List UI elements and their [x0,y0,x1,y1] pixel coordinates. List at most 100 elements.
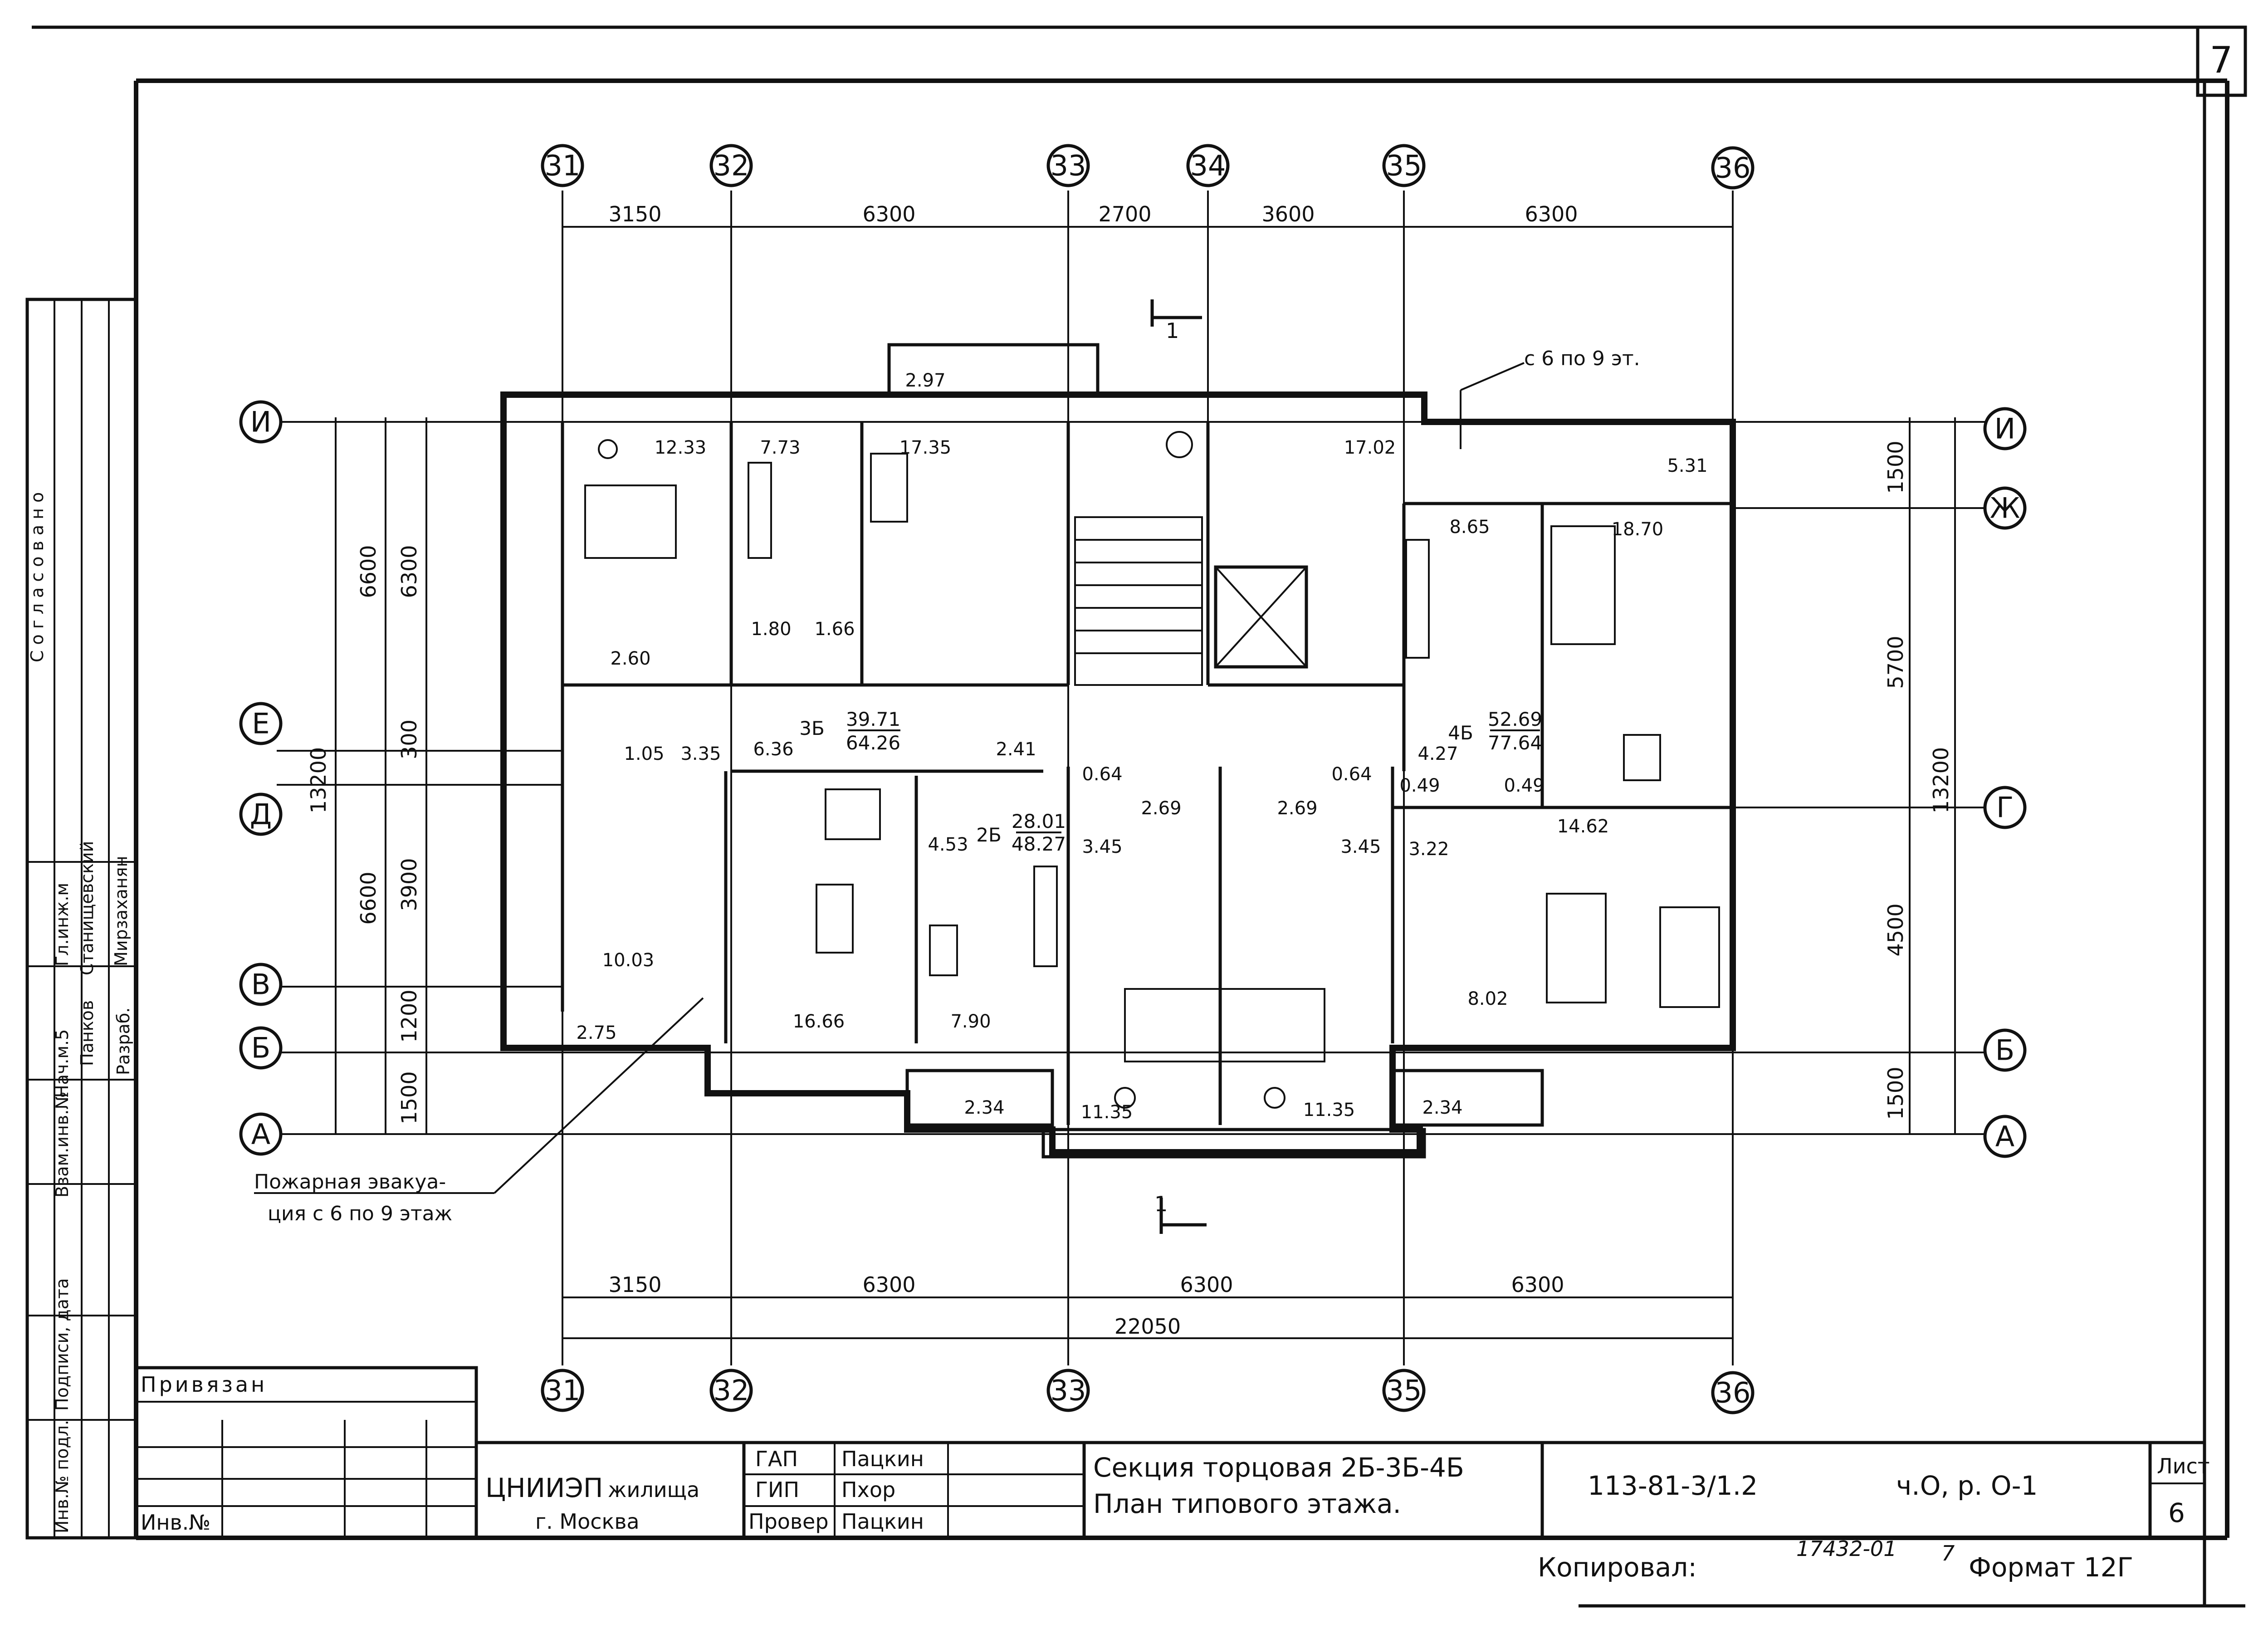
room-area-7: 18.70 [1612,519,1664,540]
room-area-11: 1.05 [624,744,664,764]
room-area-15: 0.64 [1082,764,1122,785]
dim-top-4: 3600 [1261,202,1315,226]
dim-left-total: 13200 [306,747,331,813]
room-area-21: 0.49 [1504,775,1544,796]
room-area-29: 7.90 [950,1011,991,1032]
note-fire-evac-1: Пожарная эвакуа- [254,1170,446,1194]
side-row-podpisi: Подписи, дата [52,1278,72,1411]
org-name: ЦНИИЭП [485,1473,603,1503]
room-area-14: 2.41 [996,739,1036,760]
copied-note: 17432-01 [1796,1536,1897,1561]
room-area-4: 17.02 [1344,437,1396,458]
format-label: Формат 12Г [1969,1552,2133,1583]
doc-part: ч.О, р. О-1 [1896,1470,2038,1501]
side-name-3: Мирзаханян [111,856,131,966]
room-area-28: 16.66 [793,1011,845,1032]
room-area-27: 10.03 [602,950,655,971]
dim-top-3: 2700 [1098,202,1151,226]
room-area-33: 11.35 [1081,1102,1133,1123]
dim-right-inner-3: 4500 [1883,903,1908,956]
dim-left-inner-4: 1200 [397,989,421,1042]
apartment-4b-total: 77.64 [1488,732,1542,754]
room-area-32: 2.34 [964,1097,1004,1118]
axis-34-top: 34 [1190,149,1226,182]
dim-bottom-1: 3150 [608,1272,661,1297]
inv-label: Инв.№ [141,1510,210,1535]
apartment-4b-living: 52.69 [1488,708,1542,730]
axis-36-bottom: 36 [1715,1376,1751,1409]
name-prover: Пацкин [841,1509,924,1534]
axis-35-top: 35 [1386,149,1422,182]
section-mark-bottom-label: 1 [1154,1192,1168,1216]
axis-31-top: 31 [545,149,581,182]
dim-left-inner-5: 1500 [397,1071,421,1124]
dim-right-inner-2: 5700 [1883,636,1908,689]
apartment-2b-living: 28.01 [1012,810,1066,832]
room-area-34: 11.35 [1303,1100,1355,1120]
org-city: г. Москва [535,1509,640,1534]
room-area-19: 4.27 [1418,744,1458,764]
role-gip: ГИП [755,1477,799,1502]
name-gap: Пацкин [841,1447,924,1471]
apartment-4b-code: 4Б [1448,722,1473,744]
axis-32-top: 32 [714,149,749,182]
room-area-20: 0.49 [1399,775,1440,796]
axis-36-top: 36 [1715,152,1751,185]
axis-bubbles-bottom [541,1369,1755,1414]
apartment-2b-total: 48.27 [1012,833,1066,855]
axis-31-bottom: 31 [545,1374,581,1407]
room-area-23: 3.45 [1082,837,1122,857]
role-prover: Провер [748,1509,829,1534]
dim-bottom-total: 22050 [1114,1314,1181,1339]
drawing-title-1: Секция торцовая 2Б-3Б-4Б [1093,1452,1464,1483]
axis-Zh-right: Ж [1990,492,2020,525]
dim-left-inner-2: 300 [397,719,421,759]
side-row-razrab: Разраб. [113,1008,133,1075]
axis-D-left: Д [250,798,272,831]
side-name-1: Станищевский [77,841,97,975]
copied-page: 7 [1941,1541,1955,1566]
side-row-vzam: Взам.инв.№ [52,1091,72,1198]
room-area-30: 8.02 [1467,988,1508,1009]
room-area-3: 17.35 [899,437,952,458]
axis-33-top: 33 [1051,149,1086,182]
bound-label: Привязан [141,1372,267,1397]
note-fire-evac-2: ция с 6 по 9 этаж [268,1202,452,1225]
room-area-25: 3.22 [1408,839,1449,860]
room-area-13: 6.36 [753,739,793,760]
apartment-2b-code: 2Б [976,824,1002,846]
drawing-title-2: План типового этажа. [1093,1488,1401,1519]
apartment-3b-total: 64.26 [846,732,900,754]
room-area-18: 2.69 [1277,798,1317,819]
dim-bottom-4: 6300 [1511,1272,1564,1297]
side-row-glinzh: Гл.инж.м [52,883,72,966]
section-mark-top [1150,299,1202,327]
side-stamp [25,298,138,1540]
copied-label: Копировал: [1538,1552,1697,1583]
axis-V-left: В [251,968,271,1001]
room-area-31: 2.75 [576,1022,616,1043]
approved-stamp: Согласовано [27,487,47,662]
room-area-10: 2.60 [610,648,650,669]
axis-B-right: Б [1995,1034,2015,1067]
dim-left-inner-1: 6300 [397,545,421,598]
dim-top-1: 3150 [608,202,661,226]
axis-E-left: Е [252,707,269,740]
room-area-26: 14.62 [1557,816,1609,837]
axis-33-bottom: 33 [1051,1374,1086,1407]
sheet-label: Лист [2157,1454,2210,1478]
room-area-17: 2.69 [1141,798,1181,819]
side-row-inv-podl: Инв.№ подл. [52,1420,72,1533]
axis-bubbles-left [239,400,283,1156]
axis-B-left: Б [251,1032,271,1065]
axis-G-right: Г [1996,791,2014,824]
room-area-24: 3.45 [1340,837,1381,857]
dimension-lines [335,226,1956,1339]
axis-bubbles-right [1983,407,2027,1158]
room-area-1: 12.33 [655,437,707,458]
room-area-36: 2.97 [905,370,945,391]
name-gip: Пхор [841,1477,895,1502]
dim-left-mid-1: 6600 [356,545,381,598]
axis-I-left: И [250,406,271,439]
